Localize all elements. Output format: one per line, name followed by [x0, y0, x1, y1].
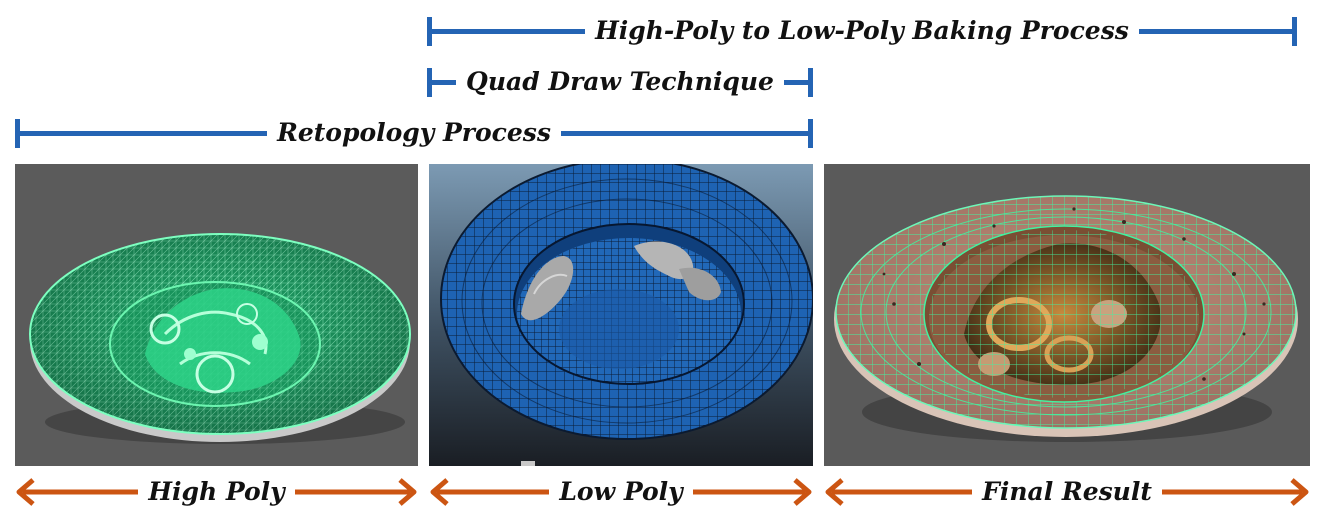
high-poly-label: High Poly: [138, 477, 295, 506]
baking-process-bracket: High-Poly to Low-Poly Baking Process: [427, 14, 1297, 48]
final-result-label: Final Result: [972, 477, 1162, 506]
bracket-right-cap: [808, 68, 813, 97]
bracket-right-cap: [808, 119, 813, 148]
low-poly-label: Low Poly: [549, 477, 693, 506]
low-poly-render: [429, 164, 813, 466]
low-poly-arrow: Low Poly: [427, 472, 815, 512]
final-result-render: [824, 164, 1310, 466]
quad-draw-bracket: Quad Draw Technique: [427, 65, 813, 99]
high-poly-arrow: High Poly: [13, 472, 420, 512]
bracket-right-cap: [1292, 17, 1297, 46]
retopology-label: Retopology Process: [267, 118, 561, 147]
final-result-arrow: Final Result: [822, 472, 1312, 512]
quad-draw-label: Quad Draw Technique: [456, 67, 784, 96]
baking-process-label: High-Poly to Low-Poly Baking Process: [585, 16, 1139, 45]
high-poly-render: [15, 164, 418, 466]
retopology-bracket: Retopology Process: [15, 116, 813, 150]
